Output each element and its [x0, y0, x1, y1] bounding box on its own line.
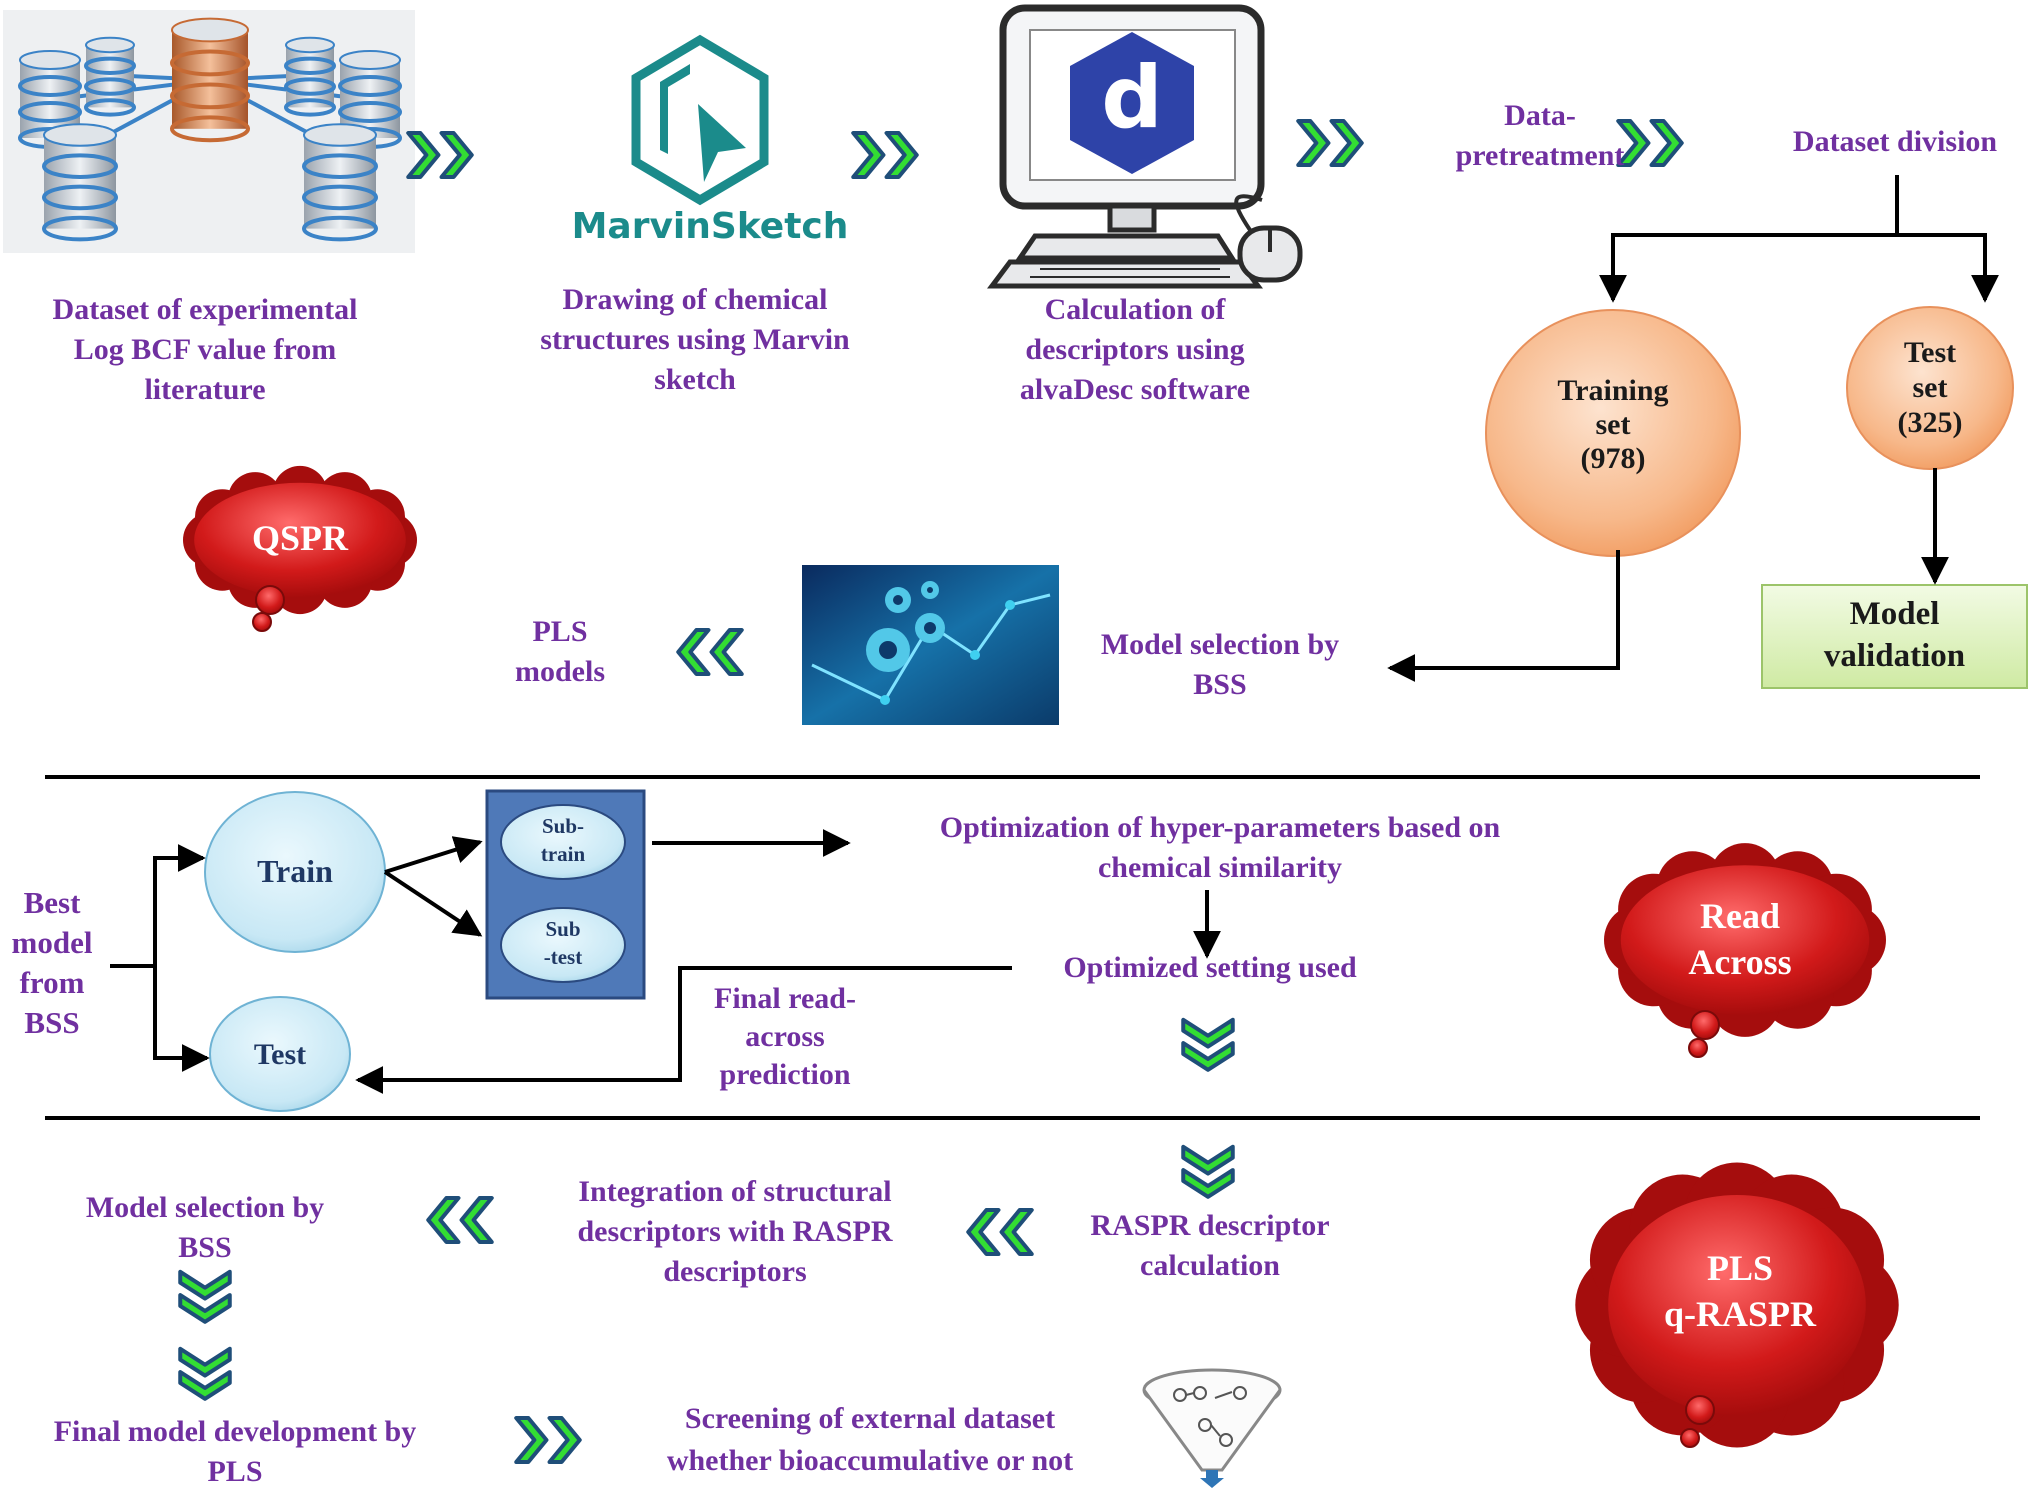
- double-chevron-down-icon: [1181, 1017, 1235, 1072]
- database-cluster-icon: [3, 10, 415, 253]
- double-chevron-right-icon: [1616, 119, 1684, 167]
- test-circle: [209, 996, 351, 1112]
- arrow-to-training: [1599, 175, 1899, 303]
- double-chevron-down-icon: [178, 1269, 232, 1324]
- subtrain-ellipse: [500, 804, 626, 880]
- pretreatment-label: Data-pretreatment: [1455, 99, 1625, 172]
- double-chevron-left-icon: [676, 628, 744, 676]
- double-chevron-down-icon: [178, 1346, 232, 1401]
- subtrain-label: Sub-train: [540, 814, 586, 866]
- dataset-division-label: Dataset division: [1792, 125, 1998, 158]
- qspr-cloud-icon: [183, 465, 418, 632]
- read-across-cloud-icon: [1604, 843, 1887, 1058]
- double-chevron-right-icon: [406, 131, 474, 179]
- training-set-circle: [1485, 309, 1741, 557]
- double-chevron-down-icon: [1181, 1144, 1235, 1199]
- optimized-setting-label: Optimized setting used: [1063, 951, 1357, 984]
- train-label: Train: [257, 853, 333, 889]
- double-chevron-right-icon: [1296, 119, 1364, 167]
- test-set-circle: [1846, 306, 2014, 470]
- double-chevron-left-icon: [426, 1196, 494, 1244]
- optimization-label: Optimization of hyper-parameters based o…: [939, 811, 1501, 884]
- qspr-cloud-label: QSPR: [251, 518, 348, 558]
- double-chevron-left-icon: [966, 1208, 1034, 1256]
- pls-qraspr-cloud-icon: [1575, 1162, 1899, 1448]
- double-chevron-right-icon: [514, 1416, 582, 1464]
- test-label: Test: [253, 1038, 307, 1071]
- marvinsketch-logo-text: MarvinSketch: [571, 206, 849, 247]
- gears-chart-icon: [802, 565, 1059, 725]
- subtest-ellipse: [500, 907, 626, 983]
- double-chevron-right-icon: [851, 131, 919, 179]
- marvinsketch-logo-icon: [631, 34, 769, 206]
- alvadesc-letter: d: [1101, 48, 1163, 148]
- funnel-molecules-icon: [1142, 1368, 1282, 1488]
- subtest-label: Sub-test: [543, 917, 583, 969]
- computer-alvadesc-icon: [987, 4, 1303, 289]
- model-validation-box: [1761, 584, 2028, 689]
